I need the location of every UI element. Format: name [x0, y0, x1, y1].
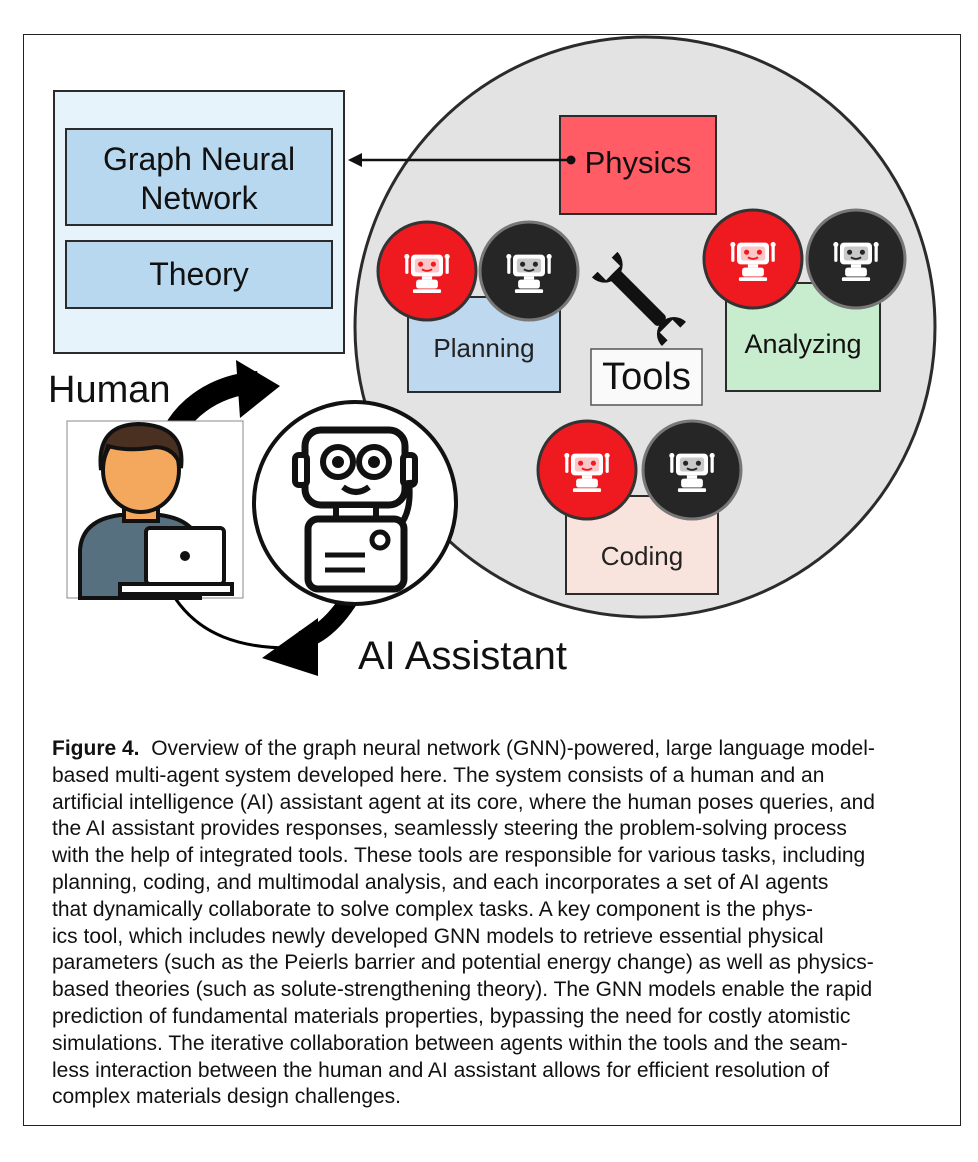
caption-line: based multi-agent system developed here.…	[52, 763, 825, 787]
caption-line: parameters (such as the Peierls barrier …	[52, 951, 874, 975]
gnn-label: Graph Neural Network	[102, 141, 296, 216]
caption-line: ics tool, which includes newly developed…	[52, 924, 824, 948]
diagram-graphics	[53, 35, 937, 676]
theory-label: Theory	[149, 256, 249, 292]
robot-red-icon	[536, 419, 638, 521]
caption-line: artificial intelligence (AI) assistant a…	[52, 790, 875, 814]
caption-line: simulations. The iterative collaboration…	[52, 1031, 848, 1055]
arrow-head-icon	[348, 153, 362, 167]
caption-line: planning, coding, and multimodal analysi…	[52, 870, 829, 894]
robot-dark-icon	[478, 220, 580, 322]
caption-line: that dynamically collaborate to solve co…	[52, 897, 814, 921]
arrow-head-icon	[236, 360, 280, 418]
tools-circle	[353, 35, 937, 619]
human-label: Human	[48, 369, 171, 411]
cycle-arrow-thin	[173, 597, 291, 650]
caption-line: based theories (such as solute-strengthe…	[52, 978, 873, 1002]
caption-line: less interaction between the human and A…	[52, 1058, 830, 1082]
planning-label: Planning	[433, 333, 535, 363]
robot-dark-icon	[641, 419, 743, 521]
analyzing-label: Analyzing	[744, 329, 862, 359]
caption-line: the AI assistant provides responses, sea…	[52, 817, 847, 841]
wrench-icon	[591, 251, 686, 346]
physics-label: Physics	[584, 145, 692, 180]
arrow-tail-dot	[566, 155, 576, 165]
robot-dark-icon	[805, 208, 907, 310]
ai-assistant-icon	[252, 400, 458, 606]
gnn-box	[65, 128, 333, 226]
tools-box	[590, 348, 703, 406]
caption-line: with the help of integrated tools. These…	[52, 844, 866, 868]
arrow-head-icon	[262, 618, 318, 676]
theory-box	[65, 240, 333, 309]
coding-label: Coding	[600, 541, 684, 571]
physics-box	[559, 115, 717, 215]
caption-line: Figure 4. Overview of the graph neural n…	[52, 737, 875, 760]
robot-red-icon	[702, 208, 804, 310]
human-icon	[66, 420, 244, 600]
caption-line: prediction of fundamental materials prop…	[52, 1004, 851, 1028]
caption-line: complex materials design challenges.	[52, 1085, 402, 1109]
ai-assistant-label: AI Assistant	[358, 634, 567, 678]
figure-caption: Figure 4. Overview of the graph neural n…	[52, 736, 932, 1111]
robot-red-icon	[376, 220, 478, 322]
figure-label: Figure 4.	[52, 737, 140, 760]
tools-label: Tools	[602, 356, 691, 398]
figure-frame	[23, 34, 961, 1126]
